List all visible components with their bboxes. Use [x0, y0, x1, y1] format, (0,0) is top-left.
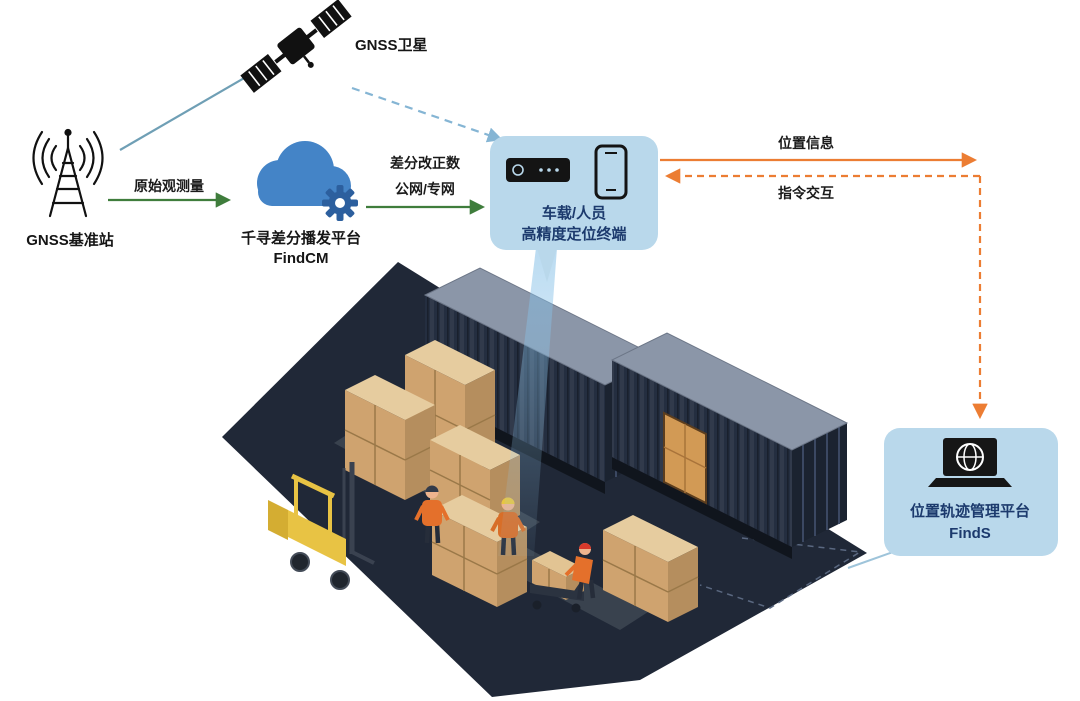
- terminal-label-line1: 车载/人员: [542, 204, 606, 222]
- command-interaction-arrow: 指令交互: [664, 168, 988, 420]
- warehouse-worker: [564, 543, 596, 600]
- finds-label-line2: FindS: [949, 525, 991, 542]
- cloud-platform-label: 千寻差分播发平台: [241, 229, 361, 247]
- finds-label-line1: 位置轨迹管理平台: [910, 502, 1030, 520]
- base-station-icon: [32, 128, 104, 218]
- position-info-arrow: 位置信息: [660, 135, 978, 168]
- pallet-stack: [602, 515, 699, 622]
- pallet-stack: [344, 375, 436, 500]
- container-open-cargo: [663, 411, 707, 505]
- correction-data-arrow: 差分改正数 公网/专网: [366, 155, 486, 215]
- bubble-tail: [537, 248, 557, 282]
- smartphone-icon: [594, 144, 628, 200]
- raw-observation-arrow: 原始观测量: [108, 178, 232, 208]
- satellite-to-terminal-dashed-link: [351, 86, 503, 143]
- cloud-platform-name: FindCM: [274, 250, 329, 267]
- warehouse-worker: [414, 485, 450, 544]
- base-station-label: GNSS基准站: [26, 231, 114, 249]
- vehicle-receiver-icon: [506, 158, 570, 182]
- correction-label-line1: 差分改正数: [390, 155, 461, 171]
- laptop-globe-icon: [928, 438, 1012, 487]
- forklift-icon: [268, 462, 375, 590]
- dashed-zone-line: [699, 537, 863, 609]
- raw-observation-label: 原始观测量: [134, 178, 204, 194]
- positioning-beam: [498, 248, 557, 556]
- gear-icon: [322, 185, 358, 221]
- gnss-satellite-icon: [240, 0, 352, 93]
- satellite-to-base-link: [119, 69, 259, 151]
- terminal-label-line2: 高精度定位终端: [521, 225, 626, 243]
- shipping-container-2: [610, 332, 849, 559]
- position-info-label: 位置信息: [778, 135, 834, 151]
- correction-label-line2: 公网/专网: [395, 181, 455, 197]
- command-interaction-label: 指令交互: [778, 185, 834, 201]
- finds-bubble: 位置轨迹管理平台 FindS: [847, 428, 1058, 569]
- terminal-bubble: 车载/人员 高精度定位终端: [490, 136, 658, 282]
- bubble-connector: [847, 551, 894, 569]
- satellite-label: GNSS卫星: [355, 37, 428, 54]
- cloud-platform-icon: [257, 141, 358, 221]
- warehouse-platform: [222, 262, 867, 697]
